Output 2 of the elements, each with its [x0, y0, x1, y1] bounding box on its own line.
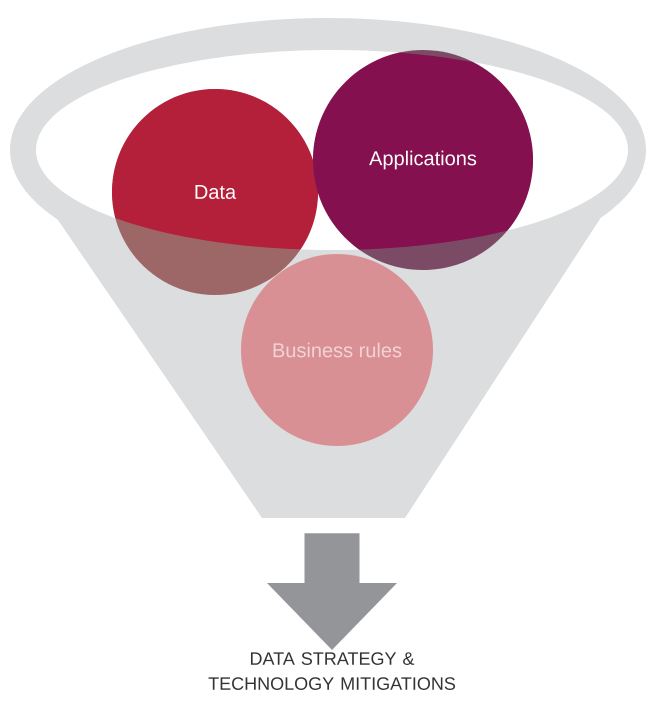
- block-arrow: [267, 533, 397, 650]
- caption-text: DATA STRATEGY & TECHNOLOGY MITIGATIONS: [208, 652, 456, 690]
